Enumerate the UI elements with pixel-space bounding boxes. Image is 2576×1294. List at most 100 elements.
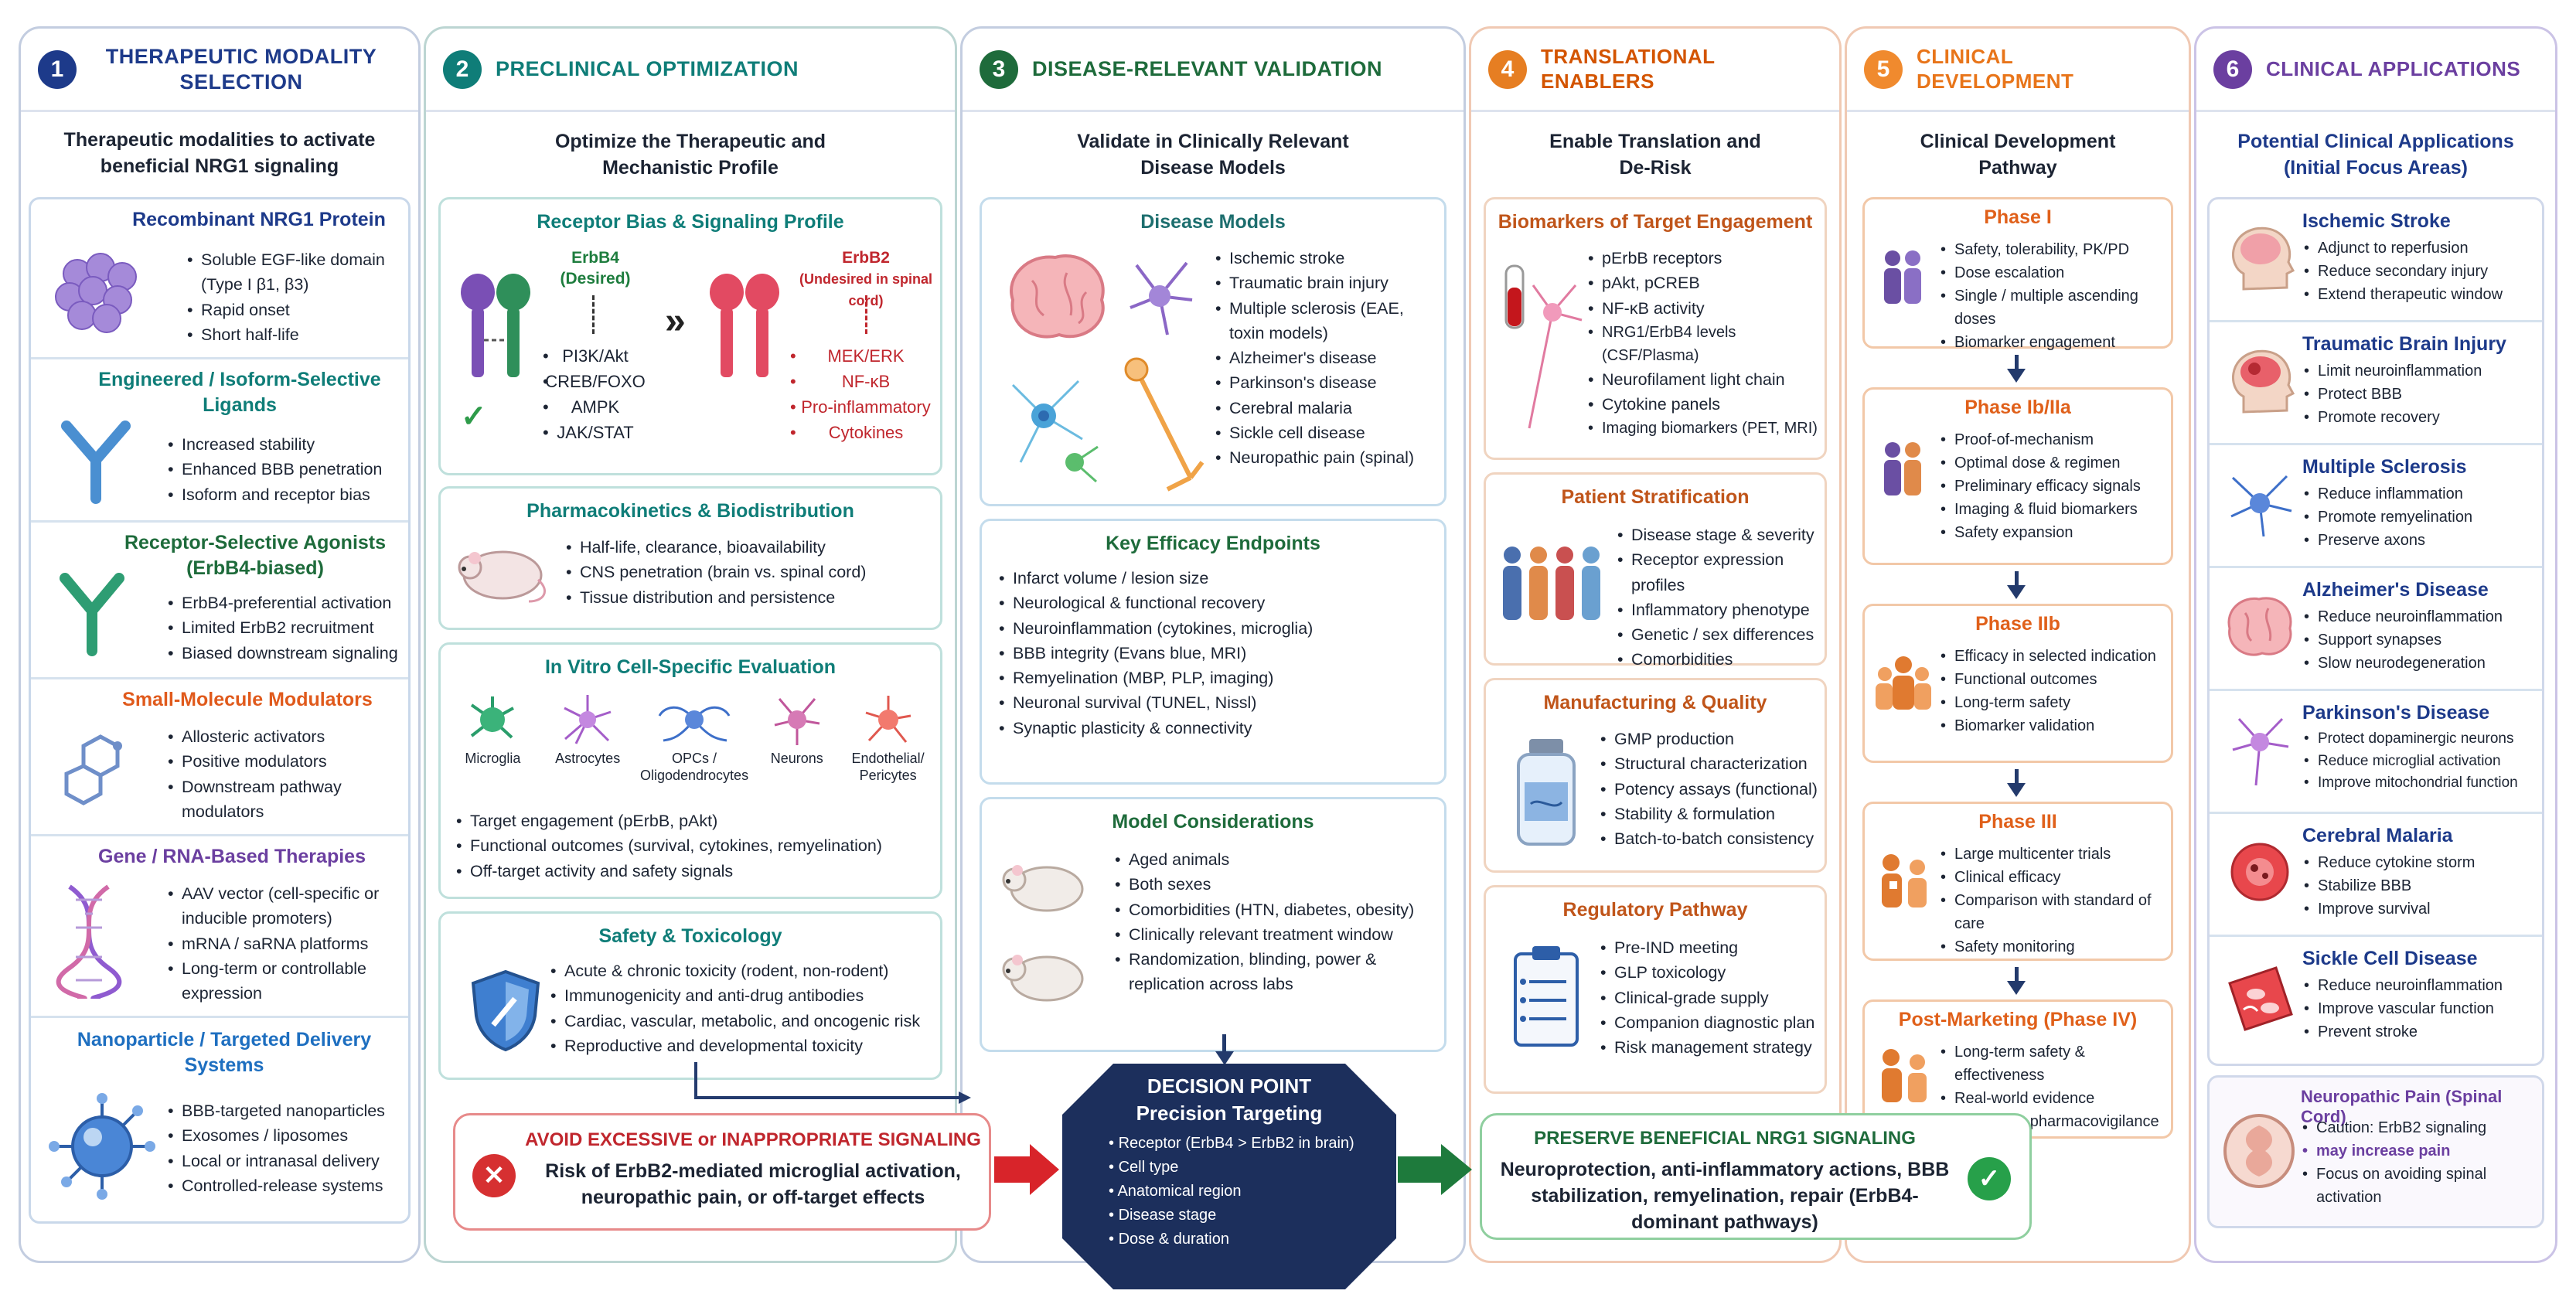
list-item: Preserve axons xyxy=(2302,529,2537,552)
application-list: Limit neuroinflammation Protect BBB Prom… xyxy=(2302,359,2537,429)
modality-list: BBB-targeted nanoparticles Exosomes / li… xyxy=(166,1098,400,1198)
x-circle-icon: ✕ xyxy=(472,1154,516,1197)
dopaminergic-neuron-icon xyxy=(2232,717,2289,786)
list-item: Stability & formulation xyxy=(1599,802,1818,827)
list-item: Clinically relevant treatment window xyxy=(1113,922,1436,948)
neuron-cell-icon xyxy=(1130,261,1193,335)
modality-title: Recombinant NRG1 Protein xyxy=(132,209,386,230)
erbb4-label: ErbB4(Desired) xyxy=(541,247,649,290)
list-item: Reduce inflammation xyxy=(2302,482,2537,506)
decision-item-text: Anatomical region xyxy=(1117,1183,1242,1200)
list-item: CREB/FOXO xyxy=(541,369,649,394)
cell-label: Astrocytes xyxy=(555,751,621,766)
modality-list: Soluble EGF-like domain (Type I β1, β3) … xyxy=(186,247,400,347)
preserve-signaling-box: PRESERVE BENEFICIAL NRG1 SIGNALING Neuro… xyxy=(1480,1113,2032,1240)
manufacturing-card: Manufacturing & Quality GMP production S… xyxy=(1484,678,1827,873)
phase-title: Phase III xyxy=(1978,811,2057,833)
list-item: Both sexes xyxy=(1113,872,1436,897)
list-item: Improve survival xyxy=(2302,897,2537,921)
people-group-icon xyxy=(1503,547,1600,620)
list-item: Infarct volume / lesion size xyxy=(997,566,1436,591)
list-item: • Dose & duration xyxy=(1109,1231,1229,1248)
cell-neurons: Neurons xyxy=(758,693,836,801)
phase-2b-card: Phase IIb Efficacy in selected indicatio… xyxy=(1862,604,2173,763)
card-title: Key Efficacy Endpoints xyxy=(1106,533,1320,554)
pk-list: Half-life, clearance, bioavailability CN… xyxy=(564,535,932,610)
phase-list: Large multicenter trials Clinical effica… xyxy=(1939,843,2166,959)
erbb2-receptor-icon xyxy=(710,274,779,377)
flow-arrow xyxy=(2015,769,2019,786)
list-item: Cytokine panels xyxy=(1586,392,1818,417)
agonist-icon xyxy=(60,573,124,656)
column-tagline: Therapeutic modalities to activate benef… xyxy=(63,129,376,177)
list-item: Alzheimer's disease xyxy=(1214,346,1436,371)
list-item: Improve mitochondrial function xyxy=(2302,772,2537,795)
list-item: Cardiac, vascular, metabolic, and oncoge… xyxy=(549,1009,932,1034)
list-item: mRNA / saRNA platforms xyxy=(166,931,400,957)
connector-line xyxy=(694,1062,971,1104)
neuron-icon xyxy=(774,698,820,745)
biomarkers-list: pErbB receptors pAkt, pCREB NF-κB activi… xyxy=(1586,246,1818,440)
list-item: • Cell type xyxy=(1109,1159,1179,1176)
disease-models-list: Ischemic stroke Traumatic brain injury M… xyxy=(1214,246,1436,471)
list-item: Reduce microglial activation xyxy=(2302,751,2537,773)
phase-title: Phase IIb xyxy=(1975,613,2060,635)
decision-title: DECISION POINT xyxy=(1147,1074,1312,1098)
column-modality-selection: 1 THERAPEUTIC MODALITY SELECTION Therape… xyxy=(19,26,421,1263)
application-tbi: Traumatic Brain Injury Limit neuroinflam… xyxy=(2210,322,2542,443)
card-title: Pharmacokinetics & Biodistribution xyxy=(526,500,854,522)
column-translational-enablers: 4 TRANSLATIONAL ENABLERS Enable Translat… xyxy=(1469,26,1842,1263)
list-item: Tissue distribution and persistence xyxy=(564,585,932,611)
list-item: Neuroinflammation (cytokines, microglia) xyxy=(997,616,1436,642)
card-title: Manufacturing & Quality xyxy=(1543,692,1767,713)
column-header: 6 CLINICAL APPLICATIONS xyxy=(2196,29,2555,112)
invitro-card: In Vitro Cell-Specific Evaluation Microg… xyxy=(438,642,942,899)
cell-label: OPCs / Oligodendrocytes xyxy=(639,751,749,783)
list-item: Protect BBB xyxy=(2302,383,2537,406)
application-neuropathic-pain: Neuropathic Pain (Spinal Cord) Caution: … xyxy=(2207,1075,2544,1228)
phase-list: Safety, tolerability, PK/PD Dose escalat… xyxy=(1939,238,2166,354)
list-item: Promote recovery xyxy=(2302,406,2537,429)
list-item: Limit neuroinflammation xyxy=(2302,359,2537,383)
list-item: Single / multiple ascending doses xyxy=(1939,284,2166,331)
list-item: Exosomes / liposomes xyxy=(166,1123,400,1149)
column-title: PRECLINICAL OPTIMIZATION xyxy=(496,57,799,81)
list-item: Positive modulators xyxy=(166,749,400,775)
list-item: Potency assays (functional) xyxy=(1599,777,1818,802)
list-item: Clinical efficacy xyxy=(1939,866,2166,889)
cell-opcs: OPCs / Oligodendrocytes xyxy=(640,693,748,801)
cell-label: Endothelial/ Pericytes xyxy=(851,751,925,783)
list-item: pErbB receptors xyxy=(1586,246,1818,271)
list-item: NRG1/ErbB4 levels (CSF/Plasma) xyxy=(1586,321,1818,367)
list-item: Increased stability xyxy=(166,432,400,458)
patient-stratification-card: Patient Stratification Disease stage & s… xyxy=(1484,472,1827,673)
flow-arrow xyxy=(1222,1034,1226,1054)
step-number-badge: 1 xyxy=(38,49,77,89)
list-item: Safety expansion xyxy=(1939,521,2166,544)
list-item: Support synapses xyxy=(2302,628,2537,652)
arrow-down-icon xyxy=(2007,981,2026,995)
modality-small-molecule: Small-Molecule Modulators Allosteric act… xyxy=(31,679,408,834)
list-item: Isoform and receptor bias xyxy=(166,482,400,508)
arrow-down-icon xyxy=(2007,585,2026,599)
arrow-down-icon xyxy=(2007,369,2026,383)
stratification-list: Disease stage & severity Receptor expres… xyxy=(1616,523,1818,673)
list-item: Protect dopaminergic neurons xyxy=(2302,728,2537,751)
list-item: Soluble EGF-like domain (Type I β1, β3) xyxy=(186,247,400,298)
list-item: Randomization, blinding, power & replica… xyxy=(1113,947,1436,997)
list-item: pAkt, pCREB xyxy=(1586,271,1818,296)
list-item: Rapid onset xyxy=(186,298,400,323)
invitro-list: Target engagement (pErbB, pAkt) Function… xyxy=(455,809,932,884)
erbb2-pathways: MEK/ERK NF-κB Pro-inflammatory Cytokines xyxy=(789,343,943,445)
cell-astrocytes: Astrocytes xyxy=(545,693,630,801)
list-item: PI3K/Akt xyxy=(541,343,649,369)
avoid-signaling-box: ✕ AVOID EXCESSIVE or INAPPROPRIATE SIGNA… xyxy=(453,1113,991,1231)
list-item: Synaptic plasticity & connectivity xyxy=(997,716,1436,741)
list-item: CNS penetration (brain vs. spinal cord) xyxy=(564,560,932,585)
phase-3-card: Phase III Large multicenter trials Clini… xyxy=(1862,802,2173,961)
rat-icon xyxy=(1002,955,1084,1002)
erbb2-name: ErbB2 xyxy=(842,249,890,267)
step-number-badge: 3 xyxy=(980,49,1018,89)
applications-panel: Ischemic Stroke Adjunct to reperfusion R… xyxy=(2207,197,2544,1066)
application-title: Ischemic Stroke xyxy=(2302,210,2451,232)
